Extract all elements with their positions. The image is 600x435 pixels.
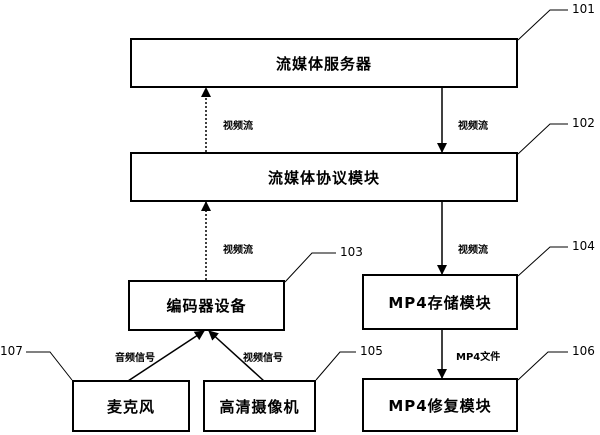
streaming-server-label: 流媒体服务器 — [275, 54, 372, 73]
ref-107: 107 — [0, 344, 23, 358]
streaming-server-box: 流媒体服务器 — [130, 38, 518, 88]
encoder-label: 编码器设备 — [166, 297, 247, 315]
mp4-storage-label: MP4存储模块 — [388, 293, 492, 312]
label-audio-signal: 音频信号 — [115, 353, 155, 364]
leader-107 — [26, 351, 73, 381]
leader-101 — [517, 9, 568, 41]
protocol-module-box: 流媒体协议模块 — [130, 152, 518, 202]
microphone-label: 麦克风 — [106, 397, 155, 416]
leader-103 — [284, 252, 336, 283]
label-video-stream-up-2: 视频流 — [223, 245, 253, 256]
leader-104 — [517, 246, 568, 277]
label-video-stream-down-2: 视频流 — [458, 245, 488, 256]
label-mp4-file: MP4文件 — [456, 352, 501, 363]
leader-102 — [517, 123, 568, 155]
arrow-camera-to-encoder — [208, 330, 265, 382]
encoder-box: 编码器设备 — [128, 280, 285, 331]
mp4-repair-box: MP4修复模块 — [362, 378, 518, 432]
label-video-stream-up-1: 视频流 — [223, 121, 253, 132]
ref-106: 106 — [572, 344, 595, 358]
ref-103: 103 — [340, 245, 363, 259]
ref-101: 101 — [572, 2, 595, 16]
arrow-microphone-to-encoder — [127, 330, 205, 382]
label-video-signal: 视频信号 — [243, 353, 283, 364]
ref-105: 105 — [360, 344, 383, 358]
ref-104: 104 — [572, 239, 595, 253]
mp4-storage-box: MP4存储模块 — [362, 274, 518, 330]
leader-106 — [517, 351, 568, 381]
protocol-module-label: 流媒体协议模块 — [267, 168, 380, 187]
label-video-stream-down-1: 视频流 — [458, 121, 488, 132]
hd-camera-label: 高清摄像机 — [219, 397, 300, 416]
hd-camera-box: 高清摄像机 — [203, 380, 316, 432]
microphone-box: 麦克风 — [72, 380, 190, 432]
leader-105 — [315, 351, 356, 381]
mp4-repair-label: MP4修复模块 — [388, 396, 492, 415]
ref-102: 102 — [572, 116, 595, 130]
